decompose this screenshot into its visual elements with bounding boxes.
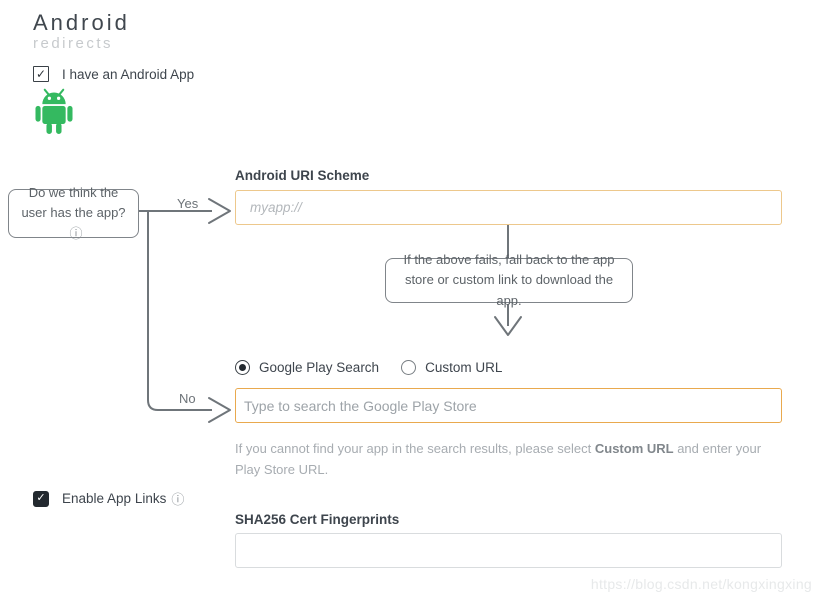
helper-prefix: If you cannot find your app in the searc…: [235, 441, 595, 456]
custom-url-label[interactable]: Custom URL: [425, 360, 503, 375]
info-icon[interactable]: ⓘ: [69, 225, 83, 241]
checkbox-checked-icon[interactable]: ✓: [33, 66, 49, 82]
google-play-search-label[interactable]: Google Play Search: [259, 360, 380, 375]
info-icon[interactable]: ⓘ: [171, 492, 185, 507]
play-store-search-input[interactable]: [235, 388, 782, 423]
page-title: Android: [33, 10, 130, 35]
page-subtitle: redirects: [33, 35, 114, 52]
watermark-text: https://blog.csdn.net/kongxingxing: [590, 576, 812, 592]
helper-suffix: and enter your Play Store URL.: [235, 441, 762, 477]
store-option-radio-group: Google Play Search Custom URL: [235, 360, 502, 375]
fallback-note-text: If the above fails, fall back to the app…: [403, 252, 615, 308]
no-branch-label: No: [179, 391, 196, 406]
fallback-note-box: If the above fails, fall back to the app…: [385, 252, 633, 308]
yes-branch-label: Yes: [177, 196, 199, 211]
check-icon: ✓: [36, 492, 46, 504]
check-icon: ✓: [35, 67, 47, 81]
sha256-input[interactable]: [235, 533, 782, 568]
enable-app-links-label: Enable App Links: [62, 491, 167, 506]
search-helper-text: If you cannot find your app in the searc…: [235, 439, 777, 481]
enable-app-links-checkbox-row[interactable]: ✓ Enable App Links ⓘ: [33, 489, 184, 508]
checkbox-checked-filled-icon[interactable]: ✓: [33, 490, 49, 507]
android-robot-icon: [35, 88, 73, 134]
sha256-label: SHA256 Cert Fingerprints: [235, 512, 400, 527]
helper-bold: Custom URL: [594, 441, 674, 456]
have-android-app-checkbox-row[interactable]: ✓ I have an Android App: [33, 66, 194, 82]
question-text: Do we think the user has the app?: [21, 185, 126, 221]
uri-scheme-input[interactable]: [235, 190, 782, 225]
custom-url-radio[interactable]: [401, 360, 417, 375]
uri-scheme-label: Android URI Scheme: [235, 168, 370, 183]
have-android-app-label: I have an Android App: [62, 66, 195, 82]
question-box: Do we think the user has the app? ⓘ: [8, 185, 139, 241]
google-play-search-radio[interactable]: [235, 360, 250, 375]
